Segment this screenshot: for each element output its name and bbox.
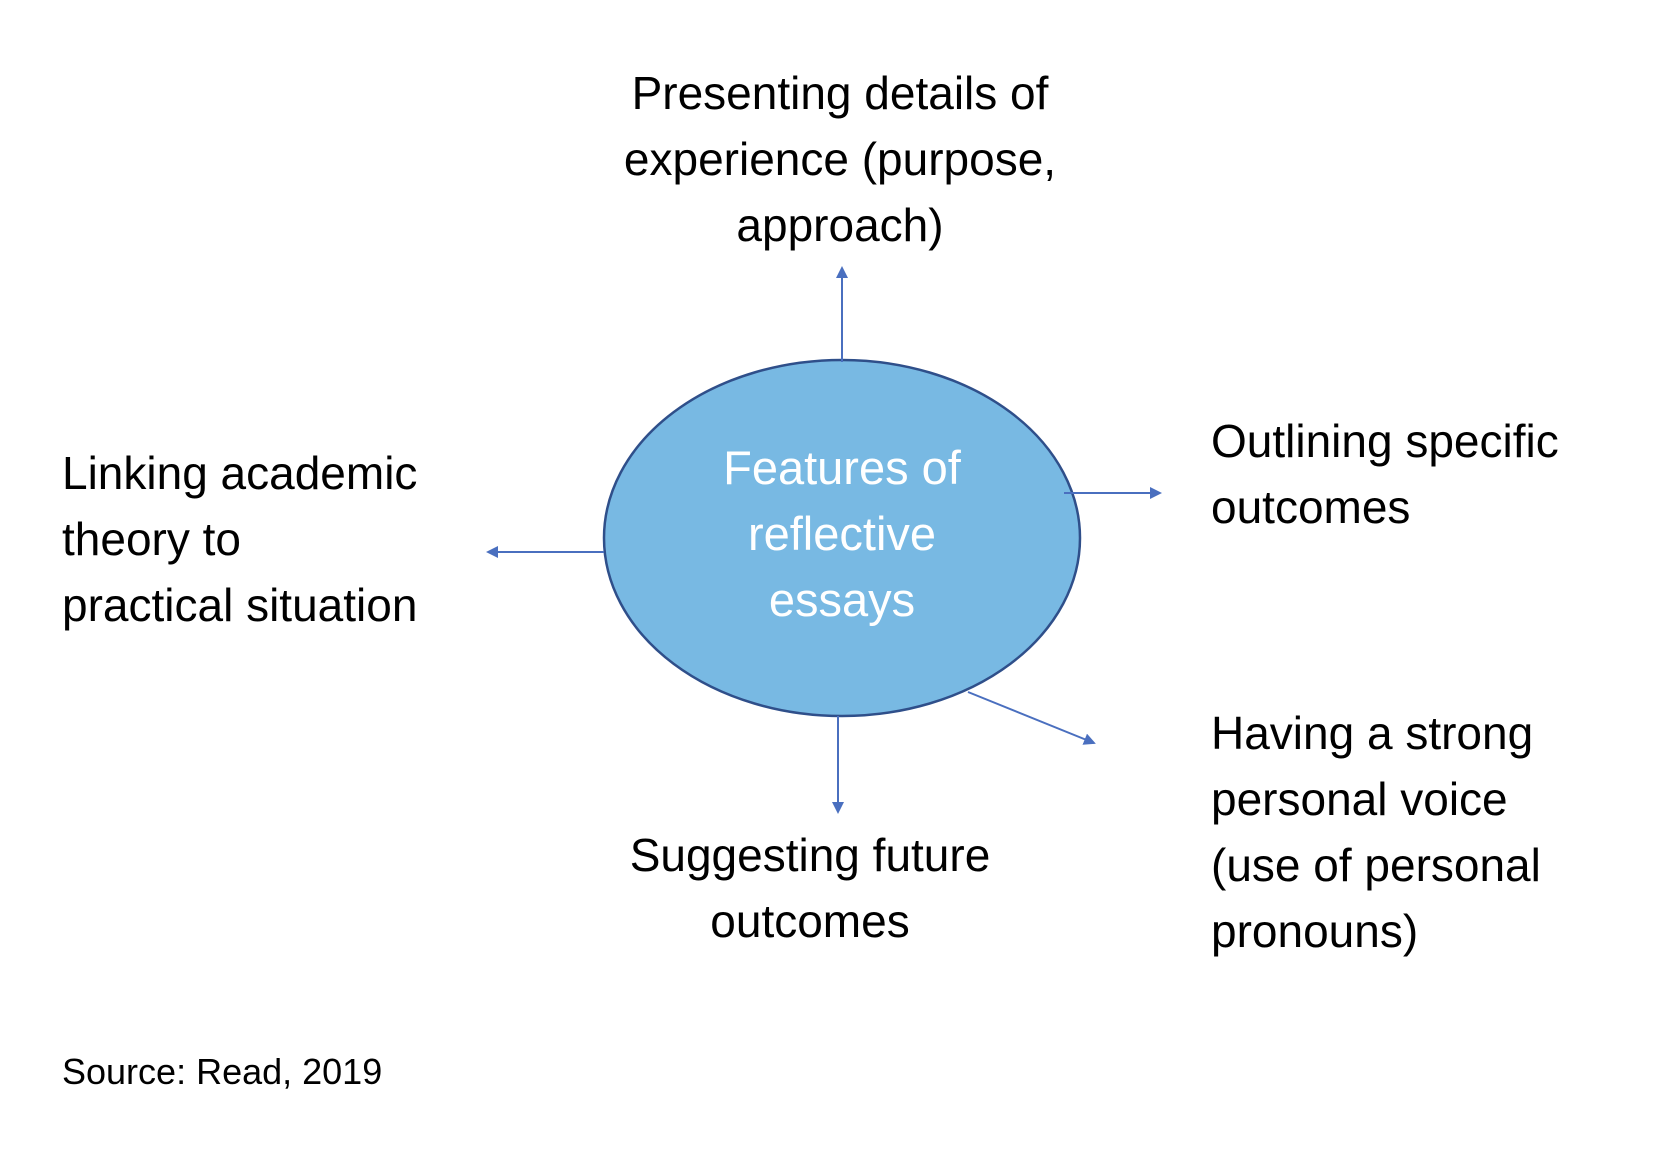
feature-bottom-right-line: personal voice (1211, 773, 1508, 825)
feature-right-label: Outlining specific outcomes (1211, 408, 1559, 540)
feature-top-line: Presenting details of (631, 67, 1049, 119)
arrow-to-bottom-right-feature (967, 691, 1096, 745)
center-topic-line: reflective (747, 507, 937, 560)
feature-bottom-line: Suggesting future (629, 829, 991, 881)
feature-top-line: experience (purpose, (623, 133, 1057, 185)
center-topic-label: Features of reflective essays (627, 435, 1057, 633)
feature-top-line: approach) (736, 199, 944, 251)
feature-bottom-right-label: Having a strong personal voice (use of p… (1211, 700, 1541, 964)
feature-bottom-label: Suggesting future outcomes (520, 822, 1100, 954)
center-topic-line: essays (768, 573, 916, 626)
feature-right-line: Outlining specific (1211, 415, 1559, 467)
feature-bottom-right-line: Having a strong (1211, 707, 1534, 759)
feature-left-line: Linking academic (62, 447, 418, 499)
feature-left-label: Linking academic theory to practical sit… (62, 440, 417, 638)
feature-top-label: Presenting details of experience (purpos… (500, 60, 1180, 258)
source-citation: Source: Read, 2019 (62, 1051, 383, 1092)
center-topic-line: Features of (723, 441, 961, 494)
feature-right-line: outcomes (1211, 481, 1411, 533)
feature-left-line: theory to (62, 513, 241, 565)
feature-bottom-right-line: (use of personal (1211, 839, 1541, 891)
feature-bottom-right-line: pronouns) (1211, 905, 1419, 957)
feature-bottom-line: outcomes (710, 895, 910, 947)
feature-left-line: practical situation (62, 579, 418, 631)
